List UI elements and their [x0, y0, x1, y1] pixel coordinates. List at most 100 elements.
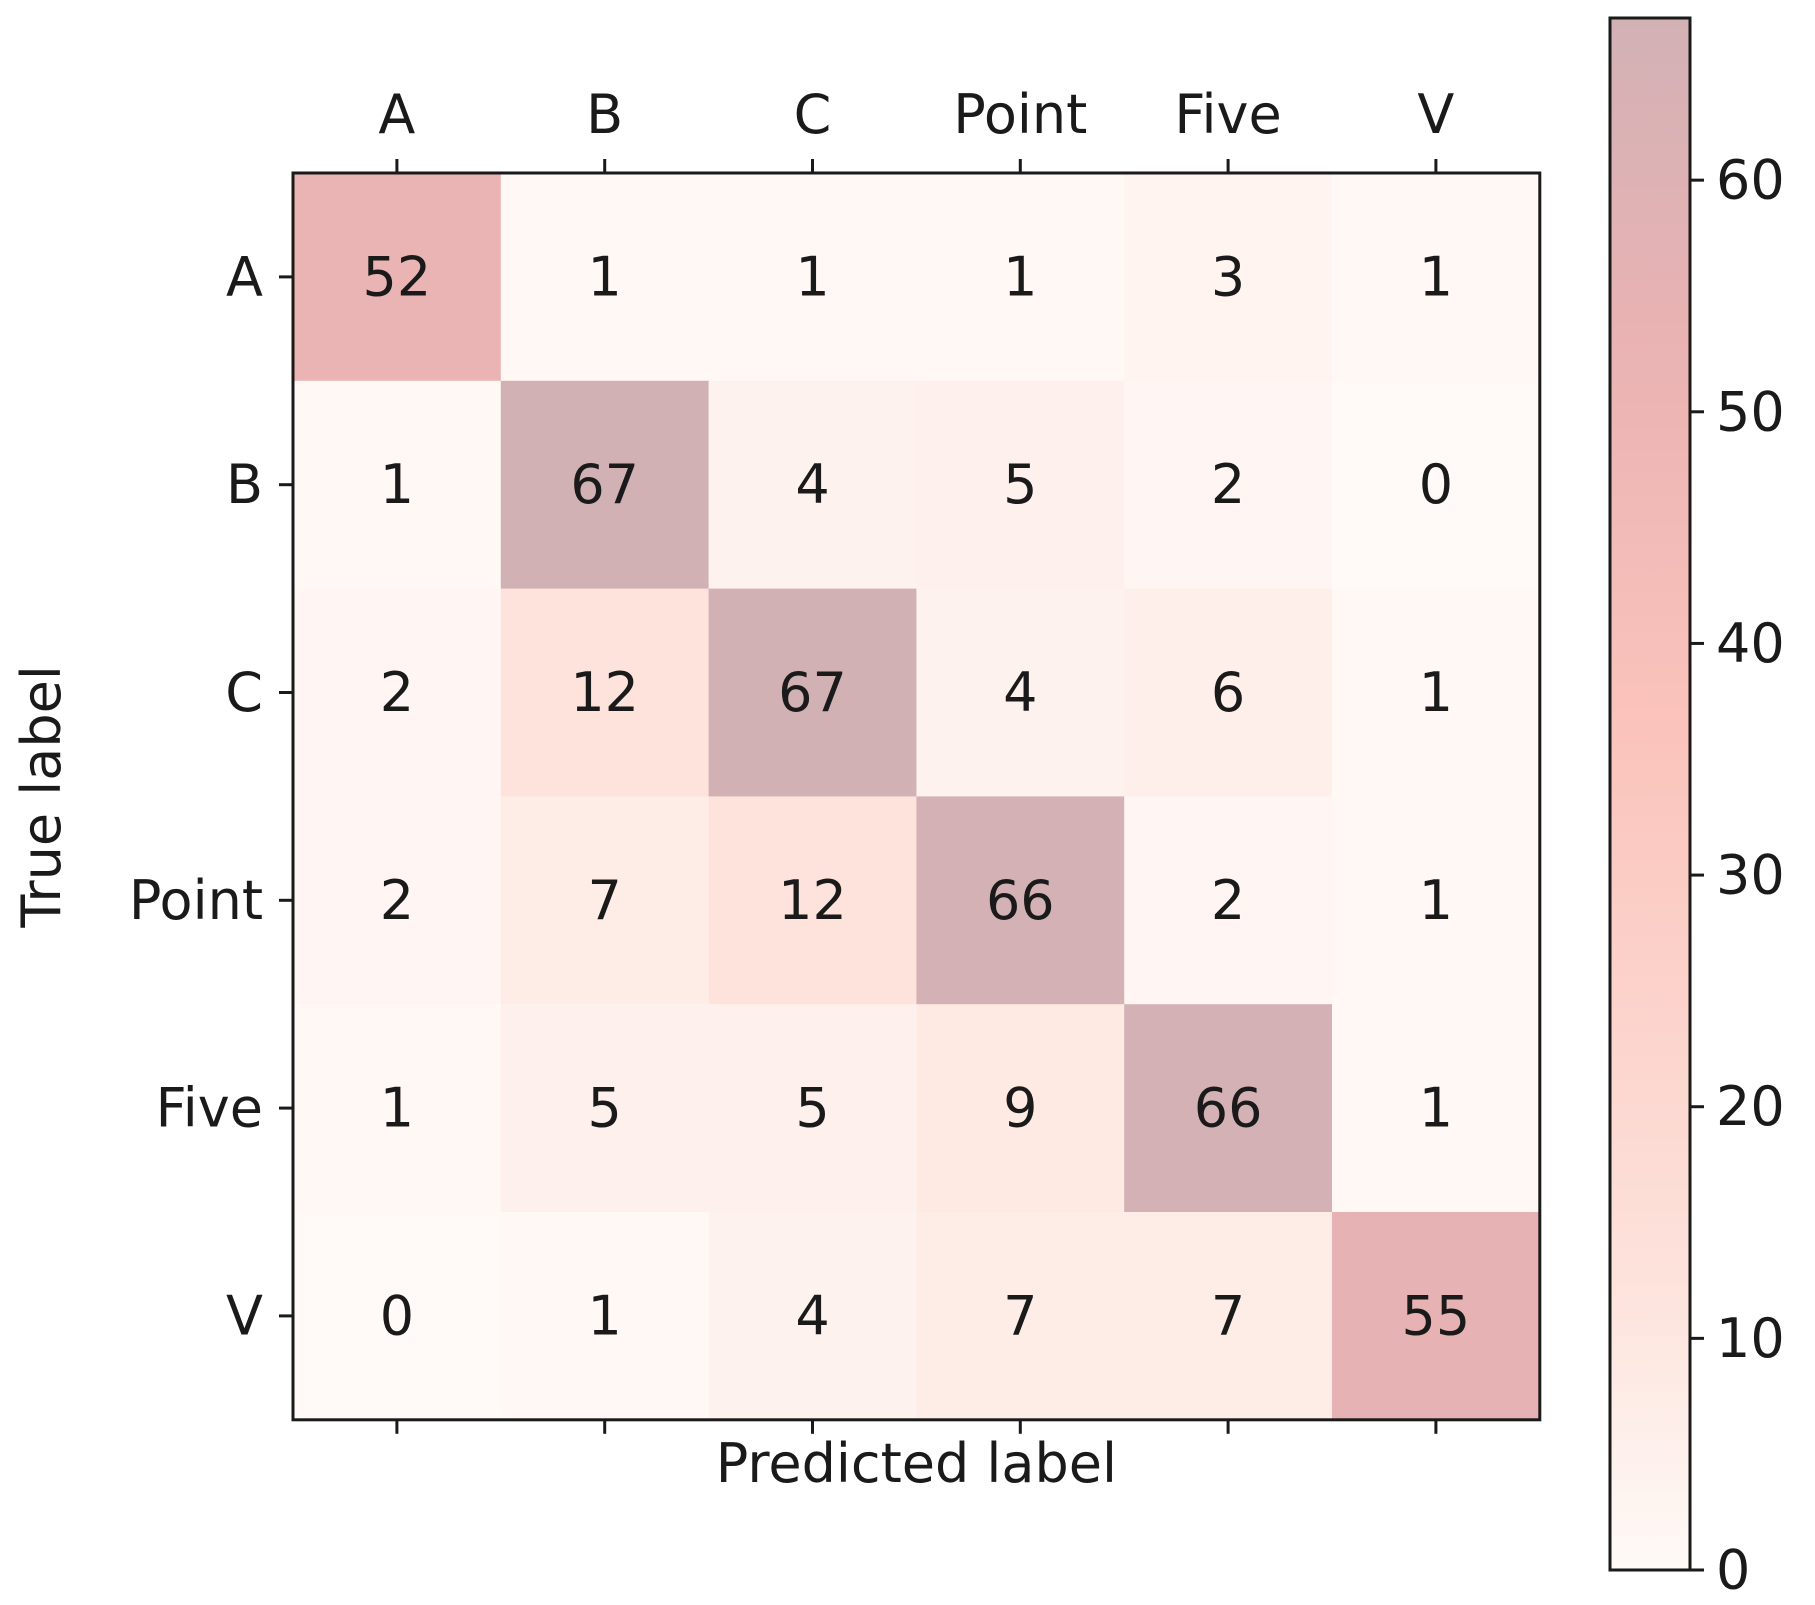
colorbar-tick-label: 30 — [1716, 844, 1785, 907]
heatmap-cell — [500, 1212, 710, 1421]
cell-value-label: 52 — [363, 245, 432, 308]
cell-value-label: 4 — [1003, 661, 1037, 724]
cell-value-label: 1 — [380, 453, 414, 516]
heatmap-cell — [708, 380, 917, 590]
plot-frame — [291, 171, 1542, 1422]
cell-value-label: 1 — [588, 1284, 622, 1347]
cell-value-label: 1 — [1419, 245, 1453, 308]
heatmap-cell — [916, 588, 1125, 797]
heatmap-cell — [708, 1004, 917, 1213]
colorbar-tick-label: 40 — [1716, 612, 1785, 675]
cell-value-label: 4 — [795, 1284, 829, 1347]
cell-value-label: 1 — [1419, 1077, 1453, 1140]
heatmap-cell — [916, 173, 1125, 382]
heatmap-cell — [1124, 380, 1333, 590]
x-tick-label: V — [1417, 83, 1454, 146]
cell-value-label: 66 — [1194, 1077, 1263, 1140]
cell-value-label: 1 — [380, 1077, 414, 1140]
heatmap-cell — [293, 173, 502, 382]
cell-value-label: 12 — [570, 661, 639, 724]
y-axis-title: True label — [10, 665, 73, 928]
y-tick-label: B — [226, 453, 263, 516]
cell-value-label: 2 — [1211, 453, 1245, 516]
cell-value-label: 12 — [778, 869, 847, 932]
heatmap-cell — [1332, 1004, 1541, 1213]
colorbar-tick-label: 60 — [1716, 149, 1785, 212]
heatmap-cell — [293, 1212, 502, 1421]
heatmap-cell — [1332, 1212, 1541, 1421]
cell-value-label: 6 — [1211, 661, 1245, 724]
cell-value-label: 7 — [1211, 1284, 1245, 1347]
colorbar-tick-label: 10 — [1716, 1307, 1785, 1370]
cell-value-label: 0 — [380, 1284, 414, 1347]
y-tick-label: V — [226, 1284, 263, 1347]
colorbar-tick-label: 20 — [1716, 1075, 1785, 1138]
x-tick-label: B — [586, 83, 623, 146]
cell-value-label: 0 — [1419, 453, 1453, 516]
cell-value-label: 1 — [795, 245, 829, 308]
heatmap-cell — [500, 380, 710, 590]
heatmap-cell — [1332, 380, 1541, 590]
heatmap-cell — [1124, 588, 1333, 797]
cell-value-label: 9 — [1003, 1077, 1037, 1140]
cell-value-label: 7 — [1003, 1284, 1037, 1347]
heatmap-cell — [916, 796, 1125, 1005]
colorbar-tick-label: 0 — [1716, 1539, 1750, 1602]
y-tick-label: A — [226, 245, 263, 308]
colorbar — [1608, 16, 1692, 1572]
cell-value-label: 1 — [1419, 869, 1453, 932]
x-tick-label: A — [378, 83, 415, 146]
heatmap-cell — [293, 796, 502, 1005]
heatmap-cell — [500, 588, 710, 797]
heatmap-cell — [1332, 173, 1541, 382]
heatmap-cell — [1124, 1004, 1333, 1213]
cell-value-label: 2 — [380, 661, 414, 724]
heatmap-cell — [293, 588, 502, 797]
cell-value-label: 2 — [1211, 869, 1245, 932]
heatmap-cell — [293, 380, 502, 590]
x-axis-title: Predicted label — [716, 1432, 1117, 1495]
heatmap-cell — [708, 796, 917, 1005]
cell-value-label: 5 — [588, 1077, 622, 1140]
x-tick-label: Five — [1174, 83, 1281, 146]
cell-value-label: 66 — [986, 869, 1055, 932]
cell-value-label: 7 — [588, 869, 622, 932]
heatmap-cell — [708, 1212, 917, 1421]
cell-value-label: 67 — [570, 453, 639, 516]
cell-value-label: 5 — [795, 1077, 829, 1140]
y-tick-label: Point — [129, 869, 263, 932]
x-tick-label: C — [794, 83, 832, 146]
heatmap-cell — [916, 380, 1125, 590]
x-axis-ticks: A B C Point Five V — [378, 83, 1454, 1434]
heatmap-cell — [916, 1212, 1125, 1421]
heatmap-cell — [1332, 796, 1541, 1005]
y-tick-label: C — [225, 661, 263, 724]
cell-value-label: 4 — [795, 453, 829, 516]
cell-value-label: 55 — [1402, 1284, 1471, 1347]
heatmap-cell — [708, 173, 917, 382]
cell-value-label: 5 — [1003, 453, 1037, 516]
heatmap-cell — [293, 1004, 502, 1213]
colorbar-ticks: 0 10 20 30 40 50 60 — [1690, 149, 1785, 1602]
cell-value-label: 67 — [778, 661, 847, 724]
heatmap-cell — [916, 1004, 1125, 1213]
x-tick-label: Point — [953, 83, 1087, 146]
cell-value-label: 3 — [1211, 245, 1245, 308]
cell-value-label: 2 — [380, 869, 414, 932]
heatmap-cell — [1332, 588, 1541, 797]
colorbar-tick-label: 50 — [1716, 380, 1785, 443]
heatmap-cell — [500, 796, 710, 1005]
cell-value-label: 1 — [588, 245, 622, 308]
heatmap-cell — [708, 588, 917, 797]
y-tick-label: Five — [156, 1077, 263, 1140]
heatmap-cell — [1124, 173, 1333, 382]
heatmap-cell — [500, 1004, 710, 1213]
cell-value-label: 1 — [1003, 245, 1037, 308]
heatmap-cell — [1124, 796, 1333, 1005]
heatmap-cell — [1124, 1212, 1333, 1421]
heatmap-cell — [500, 173, 710, 382]
cell-value-label: 1 — [1419, 661, 1453, 724]
